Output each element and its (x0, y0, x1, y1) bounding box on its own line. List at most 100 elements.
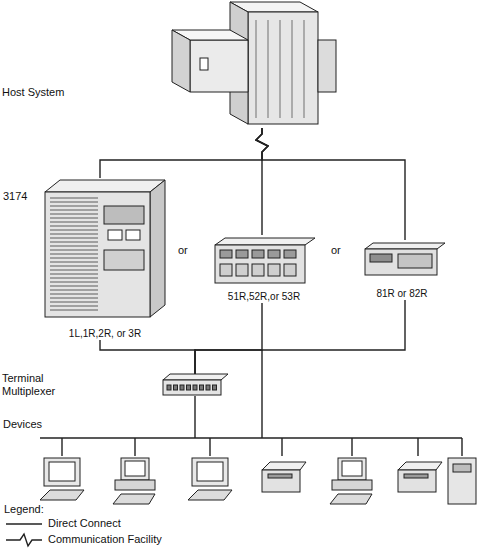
port (180, 385, 184, 390)
monitor (192, 458, 228, 486)
printer-body (398, 470, 436, 492)
device-feeds (195, 350, 262, 438)
alternative-word: or (178, 244, 188, 257)
grill-line (50, 242, 98, 243)
grill-line (50, 234, 98, 235)
controller-model: 1L,1R,2R, or 3R (37, 178, 173, 340)
screen (342, 461, 362, 476)
tabletop-controller-illustration (215, 238, 315, 283)
grill-line (50, 198, 98, 199)
multiplexer-top (163, 374, 228, 380)
direct-connect-line (100, 340, 195, 374)
compact-controller-illustration (365, 243, 445, 275)
legend-heading: Legend: (4, 503, 44, 516)
cabinet-seam (280, 20, 281, 118)
operator-panel (104, 206, 144, 224)
printer-illustration (398, 462, 442, 492)
cabinet-front (248, 12, 318, 124)
multiplexer-illustration (163, 374, 228, 395)
grill-line (50, 222, 98, 223)
panel-slot (252, 264, 264, 276)
terminal-illustration (40, 458, 84, 500)
cabinet-seam (268, 20, 269, 118)
terminal-illustration (188, 458, 232, 500)
printer-top (398, 462, 442, 470)
communication-facility-line (256, 128, 268, 235)
direct-connect-line (417, 438, 418, 456)
grill-line (50, 246, 98, 247)
controller-top (45, 180, 165, 192)
model-caption: 1L,1R,2R, or 3R (37, 327, 173, 340)
grill-line (50, 226, 98, 227)
floor-printer-illustration (448, 458, 476, 504)
wing-left-side (172, 30, 190, 92)
alternative-word: or (331, 244, 341, 257)
multiplexer-front (163, 380, 221, 395)
grill-line (50, 218, 98, 219)
grill-line (50, 230, 98, 231)
printer-body (262, 470, 300, 492)
indicator (200, 58, 208, 70)
grill-line (50, 258, 98, 259)
panel-key (236, 250, 248, 258)
wing-right (318, 40, 336, 92)
keyboard (40, 490, 84, 500)
grill-line (50, 282, 98, 283)
floor-controller-illustration (45, 180, 165, 317)
communication-facility-line (256, 128, 405, 240)
model-caption: 51R,52R,or 53R (202, 290, 326, 303)
switch (108, 230, 122, 240)
row-label: 3174 (3, 190, 27, 203)
system-unit (332, 480, 372, 490)
direct-connect-line (461, 438, 462, 456)
keyboard (188, 490, 232, 500)
direct-connect-line (351, 438, 352, 456)
direct-connect-line (195, 303, 262, 374)
grill-line (50, 262, 98, 263)
panel-slot (284, 264, 296, 276)
host-system: Host System (0, 0, 340, 128)
grill-line (50, 274, 98, 275)
communication-facility-sample (6, 534, 42, 546)
row-label: Host System (2, 86, 340, 99)
grill-line (50, 278, 98, 279)
grill-line (50, 302, 98, 303)
legend-text: Communication Facility (48, 533, 162, 546)
panel-slot (268, 264, 280, 276)
screen (49, 462, 75, 481)
monitor (44, 458, 80, 486)
legend-samples (6, 524, 42, 546)
monitor (338, 458, 366, 480)
legend-text: Direct Connect (48, 517, 121, 530)
panel-key (252, 250, 264, 258)
port (187, 385, 191, 390)
cabinet-seam (304, 20, 305, 118)
grill-line (50, 290, 98, 291)
cabinet-seam (292, 20, 293, 118)
grill-line (50, 286, 98, 287)
printer-top (262, 462, 306, 470)
paper-slot (268, 474, 292, 478)
grill-line (50, 306, 98, 307)
grill-line (50, 210, 98, 211)
direct-connect-line (40, 437, 462, 438)
terminal-multiplexer: Terminal Multiplexer (0, 374, 228, 402)
panel-slot (236, 264, 248, 276)
direct-connect-line (209, 438, 210, 456)
direct-connect-line (61, 438, 62, 456)
grill-line (50, 206, 98, 207)
paper-slot (404, 474, 428, 478)
controller-top (215, 238, 315, 245)
screen (197, 462, 223, 481)
panel-key (370, 254, 392, 262)
panel-key (220, 250, 232, 258)
paper-tray (453, 464, 471, 472)
grill-line (50, 298, 98, 299)
model-caption: 81R or 82R (349, 287, 455, 300)
panel-key (268, 250, 280, 258)
